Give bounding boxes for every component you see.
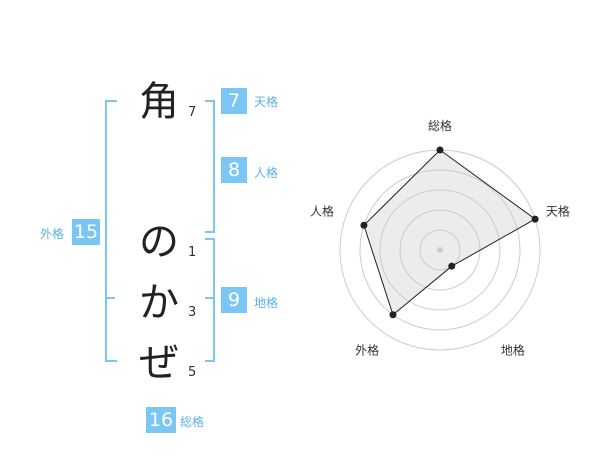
given-char-2-strokes: 3: [188, 305, 197, 320]
radar-axis-label-2: 天格: [546, 204, 570, 219]
radar-series-area: [363, 149, 537, 316]
given-char-3: ぜ: [139, 340, 179, 386]
tenkaku-value: 7: [221, 88, 247, 114]
jinkaku-label: 人格: [254, 166, 279, 180]
given-char-1-strokes: 1: [188, 245, 197, 260]
radar-ring: [379, 189, 501, 311]
surname-char-1-strokes: 7: [188, 105, 197, 120]
surname-char-1: 角: [139, 79, 179, 125]
radar-point-4: [389, 311, 397, 319]
chikaku-bracket: [205, 238, 215, 362]
jinkaku-value: 8: [221, 157, 247, 183]
radar-point-3: [448, 262, 456, 270]
gaikaku-bracket: [105, 100, 117, 362]
chikaku-label: 地格: [254, 296, 279, 310]
radar-axis-label-1: 総格: [428, 118, 452, 133]
radar-point-5: [360, 221, 368, 229]
gaikaku-bracket-tick: [105, 297, 115, 299]
radar-axis-label-3: 地格: [501, 342, 525, 357]
gaikaku-label: 外格: [40, 227, 65, 241]
soukaku-value: 16: [146, 407, 176, 433]
radar-axis-label-4: 外格: [355, 342, 379, 357]
radar-point-2: [531, 215, 539, 223]
tenkaku-label: 天格: [254, 95, 279, 109]
given-char-1: の: [139, 219, 179, 265]
tenkaku-bracket: [205, 100, 215, 233]
radar-ring: [359, 169, 521, 331]
radar-center: [437, 247, 443, 253]
given-char-2: か: [139, 280, 179, 326]
radar-point-1: [436, 146, 444, 154]
chikaku-value: 9: [221, 287, 247, 313]
radar-axis-label-5: 人格: [310, 204, 334, 219]
soukaku-label: 総格: [180, 415, 205, 429]
radar-ring: [419, 229, 461, 271]
given-char-3-strokes: 5: [188, 365, 197, 380]
chikaku-bracket-tick: [205, 297, 215, 299]
gaikaku-value: 15: [72, 219, 100, 245]
